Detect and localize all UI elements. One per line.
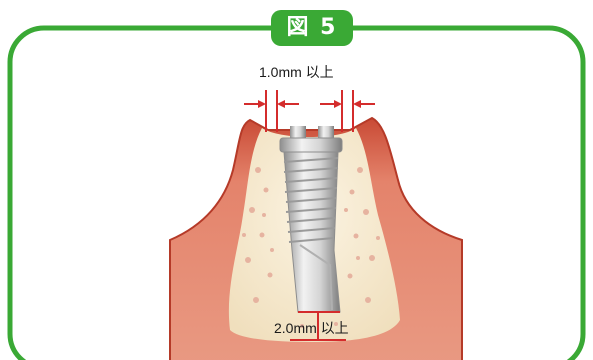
bottom-depth-label: 2.0mm 以上 (274, 318, 349, 338)
top-spacing-label: 1.0mm 以上 (259, 62, 334, 82)
figure-number-badge: 図 5 (271, 10, 353, 46)
